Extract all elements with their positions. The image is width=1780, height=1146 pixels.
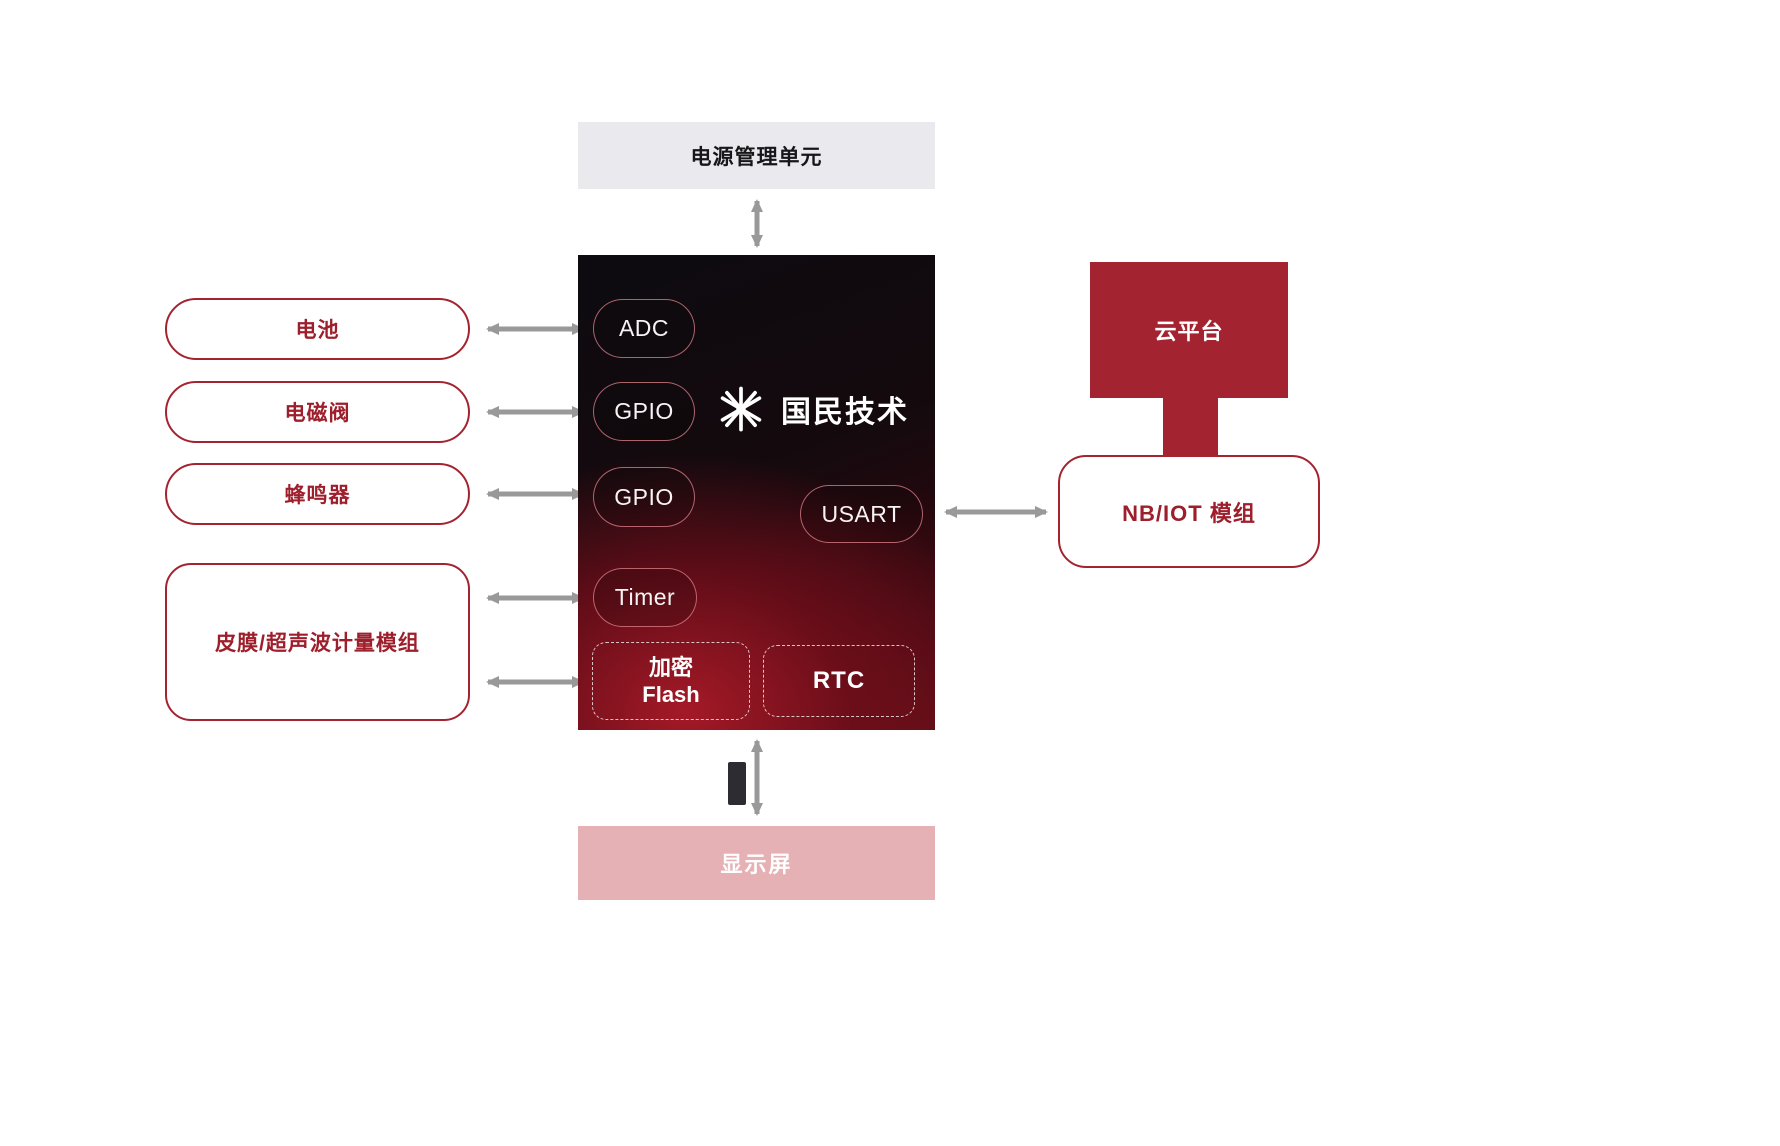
- peripheral-gpio-2: GPIO: [593, 467, 695, 527]
- nations-logo-icon: [720, 386, 762, 432]
- rtc-label: RTC: [812, 667, 866, 694]
- display-screen: 显示屏: [578, 826, 935, 900]
- mcu-block: 国民技术 ADC GPIO GPIO Timer USART 加密 Flash …: [578, 255, 935, 730]
- secure-flash-line2: Flash: [642, 682, 700, 707]
- module-battery-label: 电池: [295, 319, 340, 342]
- display-connector-chip: [728, 762, 746, 805]
- peripheral-timer: Timer: [593, 568, 697, 627]
- peripheral-adc-label: ADC: [618, 315, 670, 341]
- module-solenoid-valve: 电磁阀: [165, 381, 470, 443]
- rtc-block: RTC: [763, 645, 915, 717]
- peripheral-gpio-1: GPIO: [593, 382, 695, 441]
- module-battery: 电池: [165, 298, 470, 360]
- cloud-platform: 云平台: [1090, 262, 1288, 398]
- module-metering-label: 皮膜/超声波计量模组: [215, 632, 420, 655]
- power-management-unit: 电源管理单元: [578, 122, 935, 189]
- peripheral-usart-label: USART: [821, 500, 902, 527]
- secure-flash-line1: 加密: [648, 654, 693, 680]
- power-management-label: 电源管理单元: [690, 145, 823, 169]
- display-screen-label: 显示屏: [720, 852, 793, 877]
- mcu-brand-text: 国民技术: [781, 396, 909, 429]
- peripheral-usart: USART: [800, 485, 923, 543]
- peripheral-gpio2-label: GPIO: [614, 483, 674, 510]
- cloud-platform-label: 云平台: [1154, 319, 1224, 344]
- peripheral-gpio1-label: GPIO: [614, 398, 674, 424]
- cloud-nbiot-connector: [1163, 396, 1218, 458]
- module-valve-label: 电磁阀: [284, 402, 351, 425]
- module-metering: 皮膜/超声波计量模组: [165, 563, 470, 721]
- secure-flash-block: 加密 Flash: [592, 642, 750, 720]
- module-buzzer: 蜂鸣器: [165, 463, 470, 525]
- peripheral-timer-label: Timer: [614, 584, 676, 610]
- module-buzzer-label: 蜂鸣器: [284, 484, 351, 507]
- peripheral-adc: ADC: [593, 299, 695, 358]
- nbiot-module: NB/IOT 模组: [1058, 455, 1320, 568]
- nbiot-module-label: NB/IOT 模组: [1122, 500, 1256, 526]
- mcu-logo: 国民技术: [715, 383, 909, 435]
